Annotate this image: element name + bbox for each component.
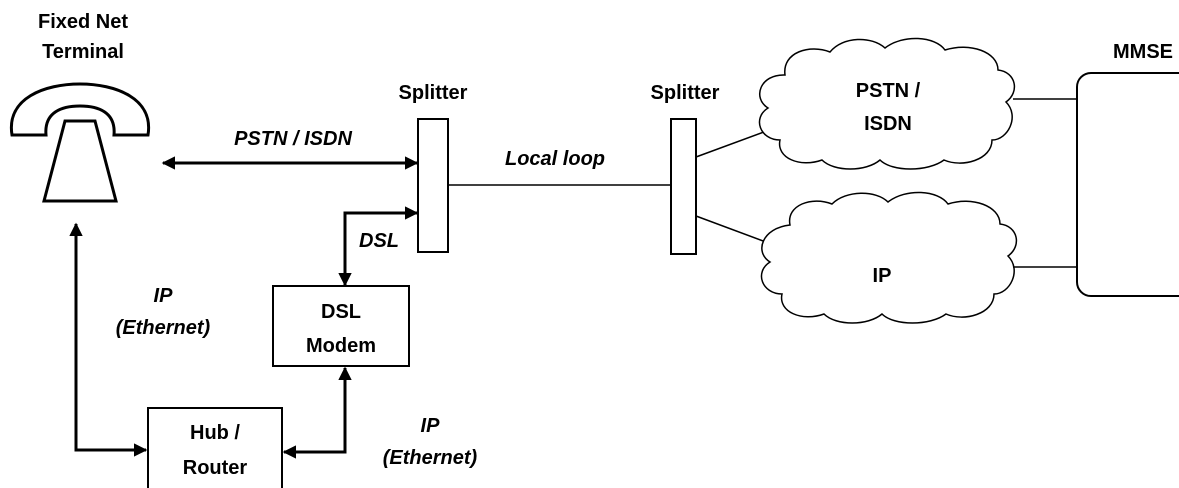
ip-ethernet-link-left xyxy=(69,222,148,457)
local-loop-label: Local loop xyxy=(505,148,605,170)
cloud-pstn-line2: ISDN xyxy=(864,113,912,135)
hub-router-line1: Hub / xyxy=(190,422,240,444)
ip-ethernet-left-line1: IP xyxy=(154,285,174,307)
ip-ethernet-link-right xyxy=(282,366,352,459)
hub-router-line2: Router xyxy=(183,457,248,479)
terminal-title-line1: Fixed Net xyxy=(38,11,128,33)
splitter-left xyxy=(417,118,449,253)
cloud-pstn-line1: PSTN / xyxy=(856,80,921,102)
ip-ethernet-right-line2: (Ethernet) xyxy=(383,447,478,469)
hub-router-box xyxy=(147,407,283,488)
dsl-modem-line1: DSL xyxy=(321,301,361,323)
cloud-ip-label: IP xyxy=(873,265,892,287)
ip-cloud xyxy=(760,191,1018,324)
splitter-right-label: Splitter xyxy=(651,82,720,104)
dsl-modem-line2: Modem xyxy=(306,335,376,357)
ip-ethernet-right-line1: IP xyxy=(421,415,441,437)
mmse-box xyxy=(1076,72,1179,297)
dsl-label: DSL xyxy=(359,230,399,252)
dsl-modem-box xyxy=(272,285,410,367)
splitter-left-label: Splitter xyxy=(399,82,468,104)
phone-icon xyxy=(9,82,151,203)
pstn-isdn-cloud xyxy=(758,37,1016,170)
ip-ethernet-left-line2: (Ethernet) xyxy=(116,317,211,339)
terminal-title-line2: Terminal xyxy=(42,41,124,63)
mmse-label: MMSE xyxy=(1113,41,1173,63)
splitter-right xyxy=(670,118,697,255)
pstn-isdn-label: PSTN / ISDN xyxy=(234,128,352,150)
dsl-link xyxy=(338,206,419,287)
